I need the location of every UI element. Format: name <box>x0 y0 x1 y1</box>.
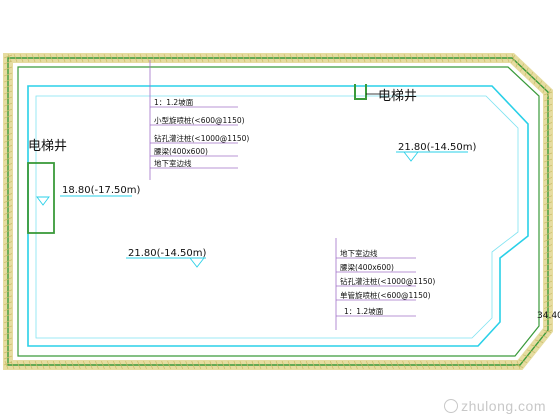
legend-bottom-item: 腰梁(400x600) <box>340 263 394 272</box>
pit-boundary <box>3 53 553 370</box>
elevation-right: 21.80(-14.50m) <box>398 142 477 153</box>
elevation-left-well: 18.80(-17.50m) <box>62 185 141 196</box>
legend-top-item: 钻孔灌注桩(<1000@1150) <box>154 133 249 143</box>
legend-bottom-item: 钻孔灌注桩(<1000@1150) <box>340 276 435 286</box>
legend-bottom-item: 1：1.2坡面 <box>344 306 384 316</box>
elevation-markers <box>60 151 468 268</box>
legend-bottom-item: 地下室边线 <box>340 248 378 258</box>
basement-outline <box>27 85 529 347</box>
corner-elevation: 34.40 <box>537 311 560 321</box>
legend-top-item: 地下室边线 <box>154 158 192 168</box>
drawing-labels: 电梯井 电梯井 18.80(-17.50m) 21.80(-14.50m) 21… <box>28 89 560 321</box>
legend-top-item: 腰梁(400x600) <box>154 147 208 156</box>
elevation-center: 21.80(-14.50m) <box>128 248 207 259</box>
watermark: zhulong.com <box>444 398 546 414</box>
legend-top-item: 小型旋喷桩(<600@1150) <box>154 115 245 125</box>
elevator-well-left <box>27 162 55 234</box>
watermark-text: zhulong.com <box>461 398 546 414</box>
legend-bottom-item: 单管旋喷桩(<600@1150) <box>340 290 431 300</box>
elevator-shaft-label-right: 电梯井 <box>378 89 417 104</box>
legend-top-item: 1：1.2坡面 <box>154 97 194 107</box>
watermark-logo-icon <box>444 399 459 413</box>
elevator-well-right <box>354 84 380 100</box>
leader-lines <box>149 60 416 330</box>
elevator-shaft-label-left: 电梯井 <box>28 139 67 154</box>
